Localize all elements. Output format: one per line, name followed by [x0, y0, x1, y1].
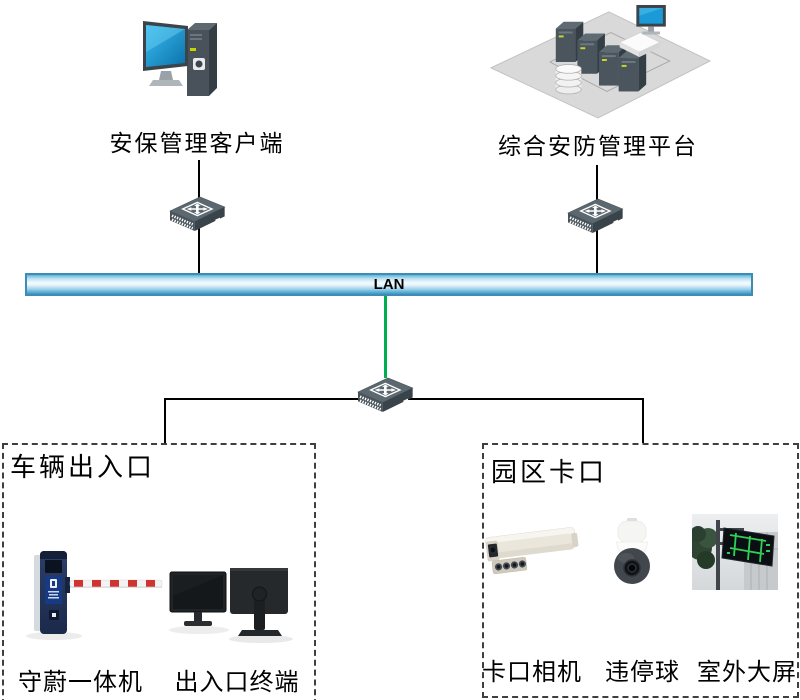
park-checkpoint-title: 园区卡口: [491, 457, 608, 487]
barrier-gate-icon: [26, 551, 163, 640]
device-label-outdoor-screen: 室外大屏: [697, 659, 797, 686]
workstation-icon: [143, 21, 217, 96]
device-label-terminal: 出入口终端: [174, 669, 300, 696]
device-label-barrier: 守蔚一体机: [18, 669, 143, 696]
vehicle-entrance-group-box: [2, 443, 316, 700]
checkpoint-bullet-camera-icon: [485, 527, 579, 575]
platform-label: 综合安防管理平台: [498, 133, 698, 159]
lan-core-green-link: [384, 296, 387, 378]
client-label: 安保管理客户端: [109, 130, 285, 156]
lan-bus-bar: LAN: [25, 273, 753, 296]
access-switch-left-icon: [169, 196, 226, 231]
drop-line-right: [642, 398, 644, 443]
drop-line-left: [164, 398, 166, 443]
core-switch-icon: [357, 377, 414, 412]
ptz-dome-camera-icon: [614, 518, 650, 584]
device-label-checkpoint-camera: 卡口相机: [482, 659, 582, 686]
server-platform-icon: [489, 4, 712, 119]
device-label-dome: 违停球: [605, 659, 680, 686]
park-checkpoint-group-box: [482, 443, 799, 698]
vehicle-entrance-title: 车辆出入口: [10, 452, 156, 482]
outdoor-led-screen-icon: [692, 514, 778, 590]
dual-monitor-terminal-icon: [169, 568, 293, 643]
access-switch-right-icon: [567, 198, 624, 233]
lan-label: LAN: [373, 276, 405, 293]
